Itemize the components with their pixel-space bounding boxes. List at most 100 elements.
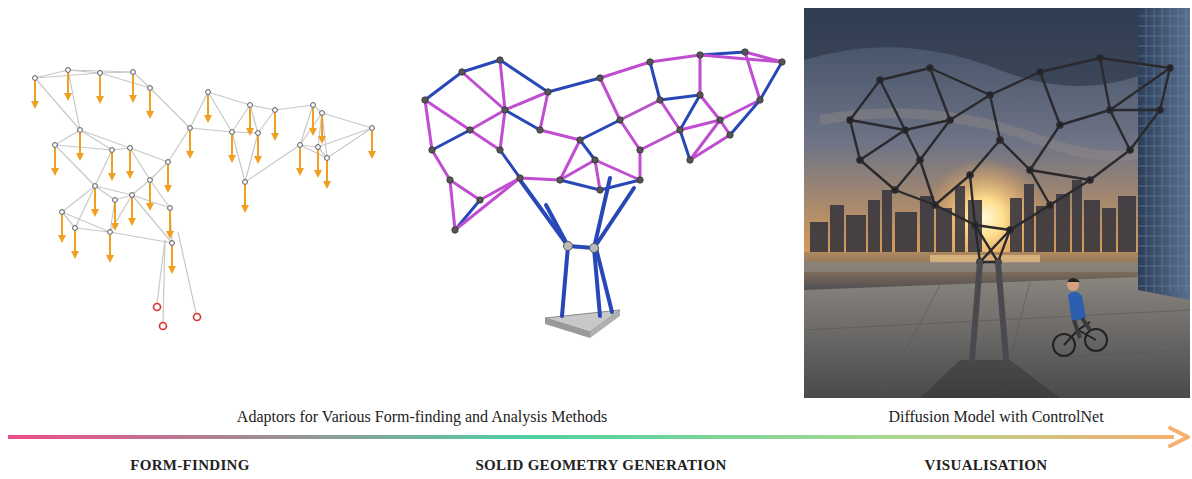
facade-line [1178,8,1179,292]
lattice-joint [502,107,508,113]
lattice-member [620,120,640,150]
lattice-member [580,140,595,160]
lattice-member [425,72,462,100]
network-node [33,76,38,81]
lattice-member [1040,58,1100,72]
lattice-joint [459,69,465,75]
lattice-joint [697,92,703,98]
network-node [131,70,136,75]
network-node [206,90,211,95]
lattice-member [640,130,680,150]
stage-name: VISUALISATION [925,456,1048,474]
support-circle [154,304,161,311]
network-node [110,148,115,153]
lattice-joint [1087,177,1092,182]
cyclist [1053,278,1107,356]
load-arrow-head [64,93,72,101]
lattice-member [595,160,640,180]
rendered-photo [804,8,1190,398]
stage-method-label: Adaptors for Various Form-finding and An… [237,407,607,426]
lattice-member [850,80,880,120]
load-arrow-head [318,136,326,144]
lattice-member [520,178,560,180]
network-node [66,68,71,73]
lattice-joint [677,127,683,133]
load-arrow-head [166,231,174,239]
lattice-joint [1157,107,1162,112]
network-node [148,178,153,183]
facade-line [1138,226,1190,227]
lattice-joint [1047,202,1052,207]
facade-line [1154,8,1155,292]
flow-bar [8,435,1174,439]
load-arrow-head [246,128,254,136]
facade-line [1138,46,1190,47]
lattice-joint [847,117,852,122]
lattice-joint [577,137,583,143]
facade-line [1138,206,1190,207]
lattice-member [1030,170,1090,180]
lattice-joint [429,147,435,153]
lattice-member [895,190,935,205]
concrete-base [545,310,620,338]
lattice-joint [597,75,603,81]
facade-line [1138,196,1190,197]
city-building [936,208,952,256]
lattice-joint [997,137,1002,142]
lattice-member [1060,110,1110,125]
network-bar [55,130,80,145]
facade-line [1138,76,1190,77]
lattice-member [470,110,505,130]
network-bar [250,105,275,110]
lattice-member [730,100,760,135]
load-arrow-head [254,156,262,164]
lattice-member [540,130,580,140]
lattice-member [500,60,548,92]
lattice-member [650,55,700,62]
lattice-member [548,78,600,92]
lattice-member [580,120,620,140]
network-node [320,111,325,116]
load-arrow-head [111,223,119,231]
trunk-joint [590,244,599,253]
load-arrows [31,73,376,274]
lattice-joint [545,89,551,95]
lattice-member [1110,68,1170,110]
network-bar [232,132,258,133]
facade-line [1138,236,1190,237]
lattice-member [505,92,548,110]
load-arrow-head [106,255,114,263]
network-bar [95,150,112,186]
lattice-member [660,95,700,100]
lattice-member [595,160,600,190]
lattice-joint [947,117,952,122]
lattice-member [470,130,500,150]
lattice-joint [422,97,428,103]
network-bar [62,186,95,212]
facade-line [1138,216,1190,217]
network-bar [300,105,313,145]
load-arrow-head [129,95,137,103]
network-bar [322,113,372,128]
lattice-member [975,225,998,262]
network-node [316,145,321,150]
network-bar [258,110,275,133]
load-arrow-head [228,155,236,163]
lattice-joint [892,187,897,192]
network-node [311,103,316,108]
lattice-member [432,130,470,150]
lattice-member [690,135,730,160]
facade-line [1138,256,1190,257]
lattice-member [950,95,990,120]
facade-line [1138,286,1190,287]
network-node [188,126,193,131]
network-bar [168,128,190,162]
load-arrow-head [296,168,304,176]
load-arrow-head [271,133,279,141]
load-arrow-head [164,185,172,193]
city-building [1084,200,1100,256]
network-bar [150,162,168,180]
load-arrow-head [314,170,322,178]
lattice-member [920,120,950,160]
